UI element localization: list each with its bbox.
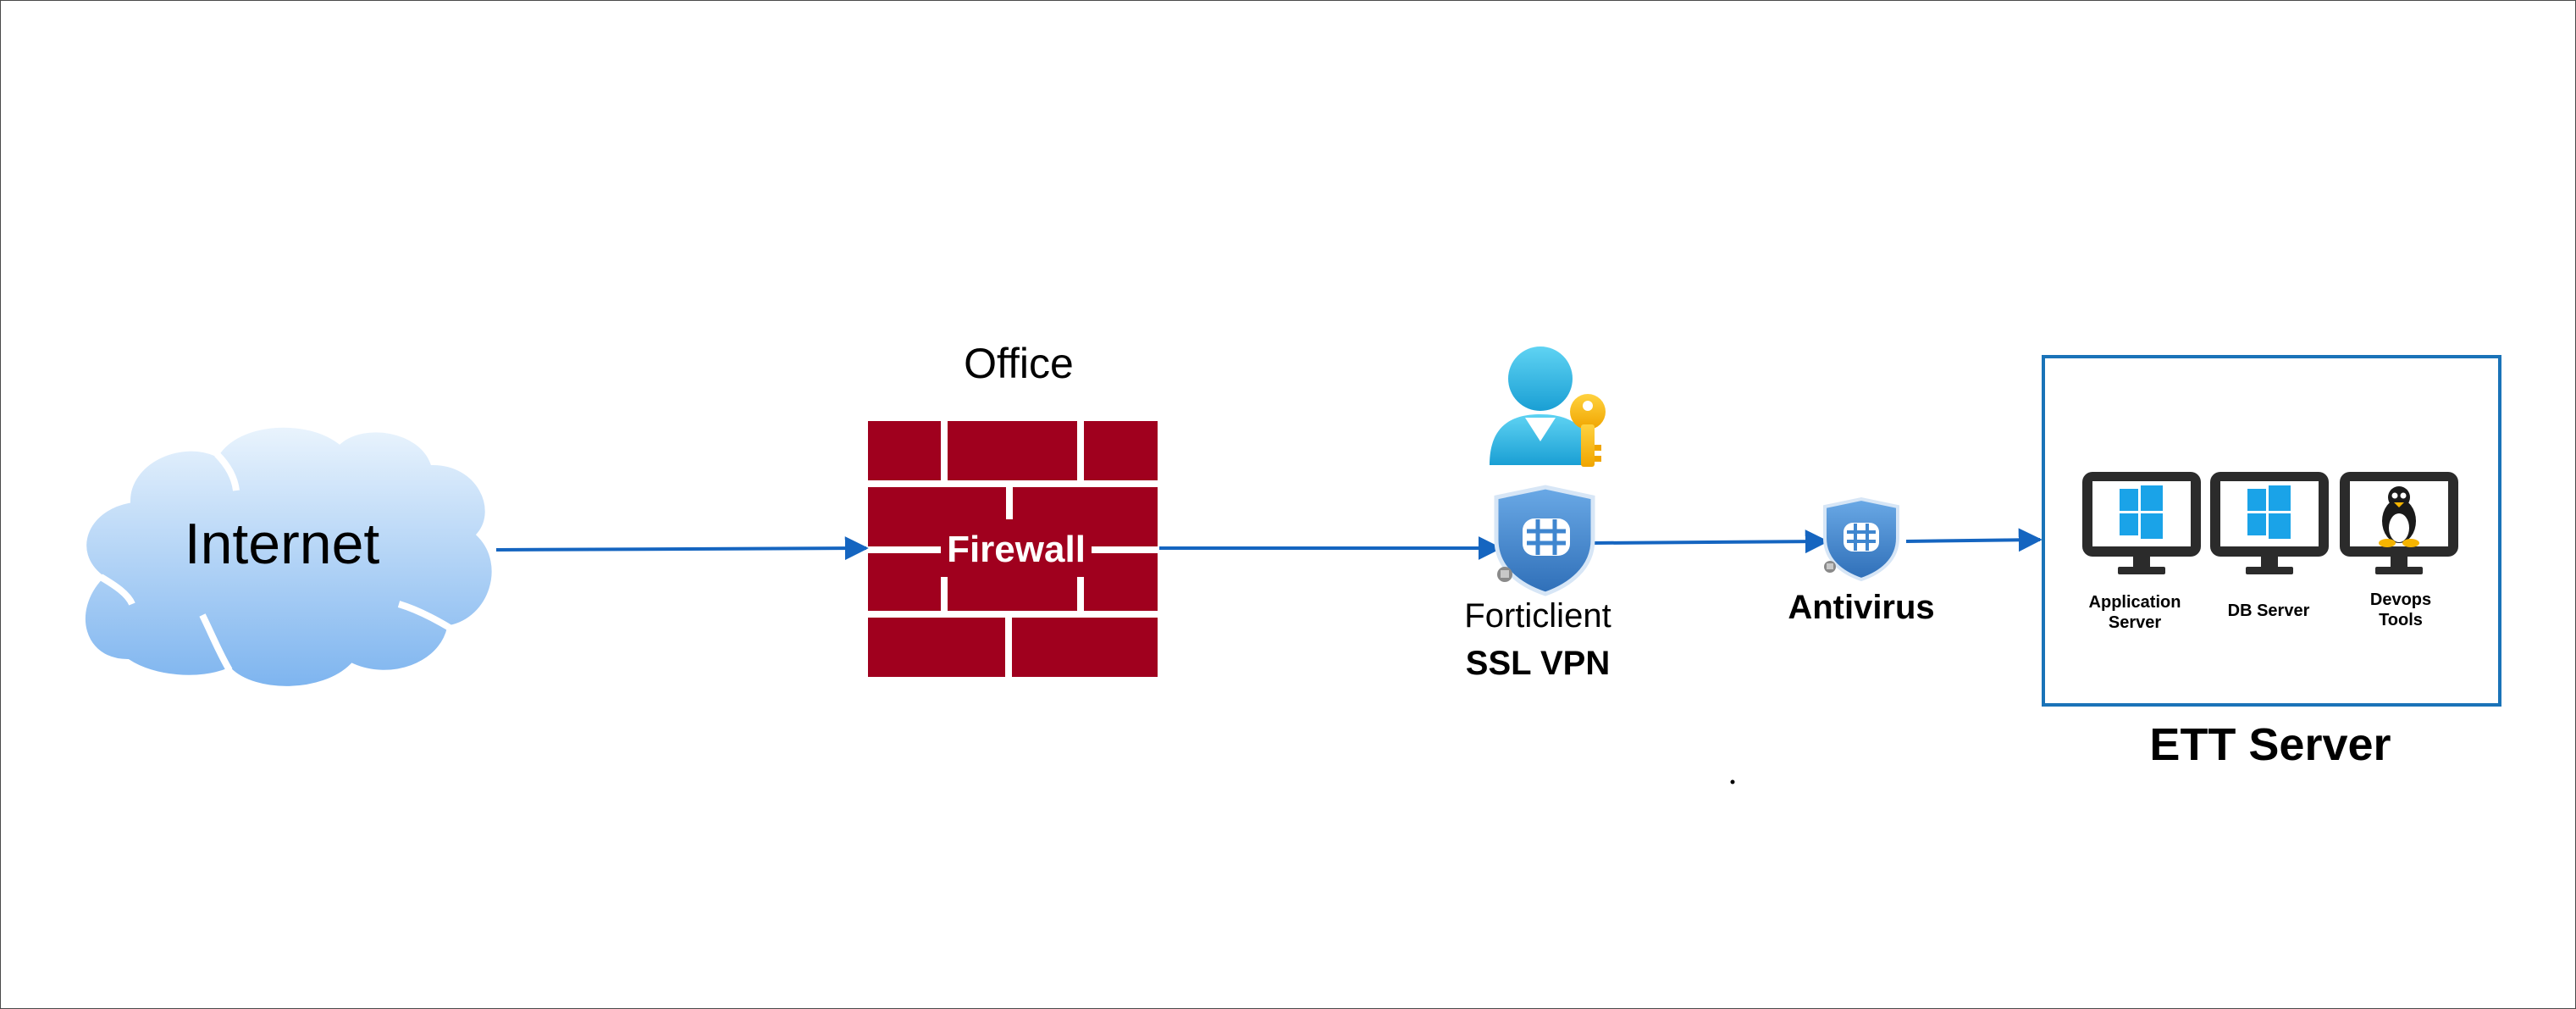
internet-to-firewall-arrow	[495, 536, 869, 561]
stray-dot	[1730, 779, 1735, 784]
vpn-to-antivirus-arrow	[1590, 529, 1829, 554]
application-server-label-line1: Application	[2089, 593, 2181, 612]
user-key-icon	[1490, 346, 1606, 467]
antivirus-label: Antivirus	[1788, 589, 1934, 626]
linux-tux-icon	[2379, 486, 2419, 547]
antivirus-to-server-arrow	[1905, 528, 2043, 552]
forticlient-shield-icon	[1494, 485, 1595, 596]
devops-tools-label-line2: Tools	[2379, 611, 2423, 629]
firewall-wall-icon	[868, 421, 1158, 677]
office-label: Office	[964, 340, 1074, 387]
firewall-label: Firewall	[947, 529, 1086, 570]
application-server-label-line2: Server	[2109, 613, 2161, 632]
db-server-label: DB Server	[2228, 602, 2310, 620]
internet-label: Internet	[185, 512, 380, 576]
windows-logo-icon	[2247, 485, 2291, 539]
forticlient-label: Forticlient	[1464, 597, 1611, 635]
ssl-vpn-label: SSL VPN	[1466, 645, 1610, 682]
antivirus-shield-icon	[1823, 496, 1899, 582]
windows-logo-icon	[2120, 485, 2163, 539]
devops-tools-label-line1: Devops	[2370, 590, 2431, 609]
ett-server-label: ETT Server	[2149, 719, 2391, 770]
internet-cloud-icon	[80, 422, 497, 691]
